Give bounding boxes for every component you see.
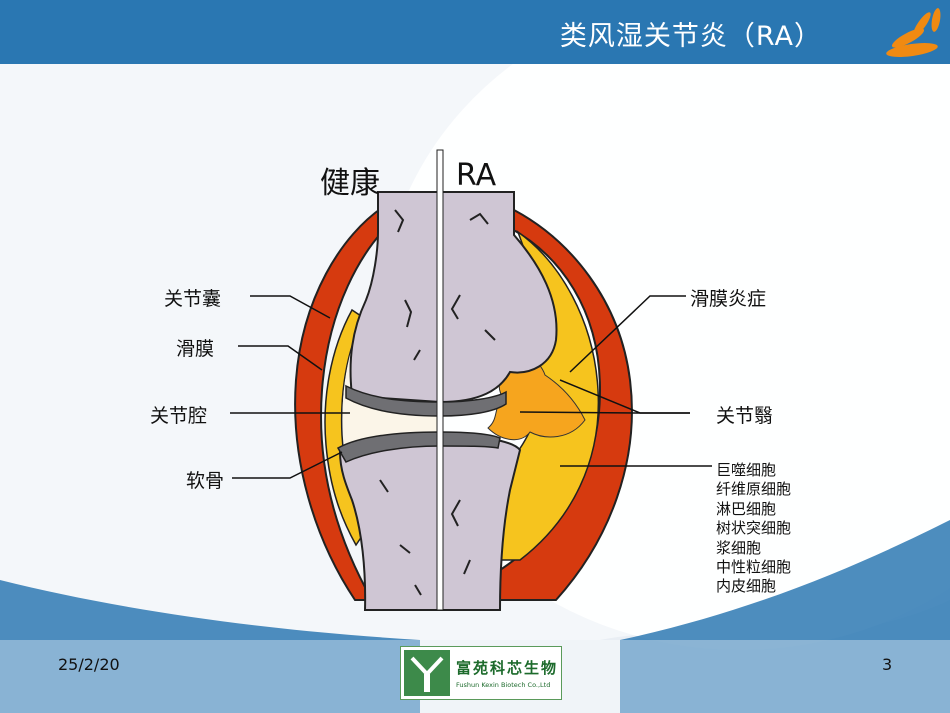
- label-joint-cavity: 关节腔: [150, 405, 208, 427]
- upper-bone: [349, 191, 558, 404]
- company-name-en: Fushun Kexin Biotech Co.,Ltd: [456, 681, 551, 689]
- heading-ra: RA: [456, 158, 497, 193]
- cell-type-item: 纤维原细胞: [716, 480, 792, 499]
- cell-type-item: 内皮细胞: [716, 577, 777, 596]
- label-synovium: 滑膜: [176, 338, 215, 360]
- cell-type-list: 巨噬细胞 纤维原细胞 淋巴细胞 树状突细胞 浆细胞 中性粒细胞 内皮细胞: [716, 461, 791, 597]
- label-cartilage: 软骨: [186, 470, 225, 492]
- cell-type-item: 树状突细胞: [716, 519, 792, 538]
- cell-type-item: 淋巴细胞: [716, 499, 777, 518]
- lower-bone: [338, 434, 522, 611]
- label-synovitis: 滑膜炎症: [690, 288, 767, 310]
- cell-type-item: 中性粒细胞: [716, 558, 792, 577]
- company-logo: 富苑科芯生物 Fushun Kexin Biotech Co.,Ltd: [400, 646, 562, 700]
- cartilage-lower: [336, 431, 501, 463]
- cell-type-item: 巨噬细胞: [716, 461, 777, 479]
- bone-texture: [379, 209, 496, 596]
- dna-logo-icon: [404, 650, 450, 696]
- header-bar: [0, 0, 950, 64]
- label-pannus: 关节翳: [716, 405, 774, 427]
- leader-synovium: [238, 345, 323, 371]
- slide-date: 25/2/20: [58, 655, 120, 674]
- divider-line: [436, 149, 444, 611]
- joint-capsule-healthy: [294, 203, 398, 601]
- heading-healthy: 健康: [320, 166, 380, 201]
- page-number: 3: [882, 655, 893, 674]
- label-joint-capsule: 关节囊: [164, 288, 222, 310]
- slide-title: 类风湿关节炎（RA）: [559, 21, 822, 52]
- company-name-cn: 富苑科芯生物: [456, 659, 559, 677]
- cartilage-upper: [345, 384, 507, 417]
- leader-cartilage: [232, 451, 343, 479]
- leader-capsule: [250, 295, 331, 319]
- leader-pannus-2: [519, 411, 690, 414]
- cell-type-item: 浆细胞: [716, 538, 762, 557]
- leader-synovitis: [569, 295, 686, 373]
- flower-logo-icon: [886, 8, 941, 57]
